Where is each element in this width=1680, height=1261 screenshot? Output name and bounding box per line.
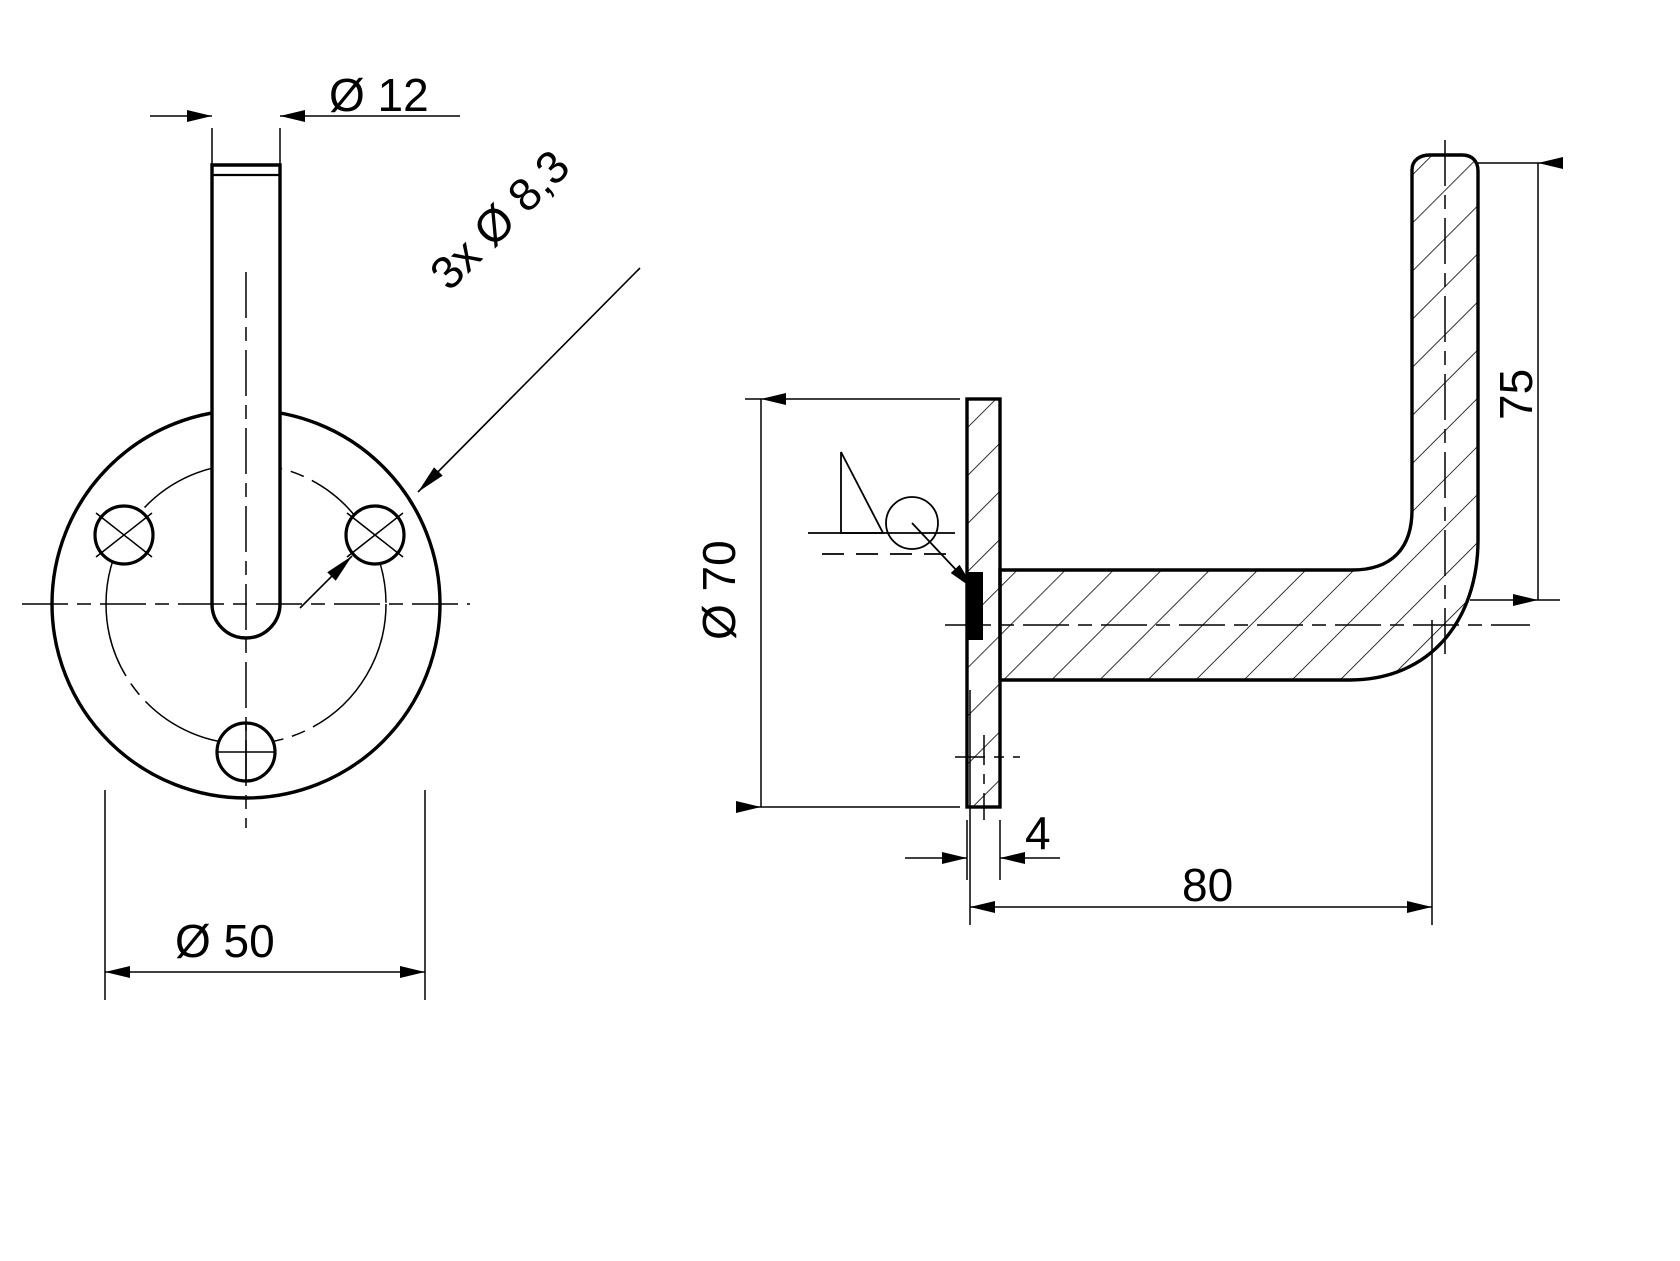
bolt-hole-left [93, 504, 155, 566]
dimension-label-plate-thickness: 4 [1025, 807, 1051, 859]
pin-outline [210, 163, 282, 640]
fillet-weld-triangle [840, 451, 885, 534]
dimension-plate-diameter [736, 393, 960, 813]
dimension-label-flange-diameter: Ø 50 [175, 915, 275, 967]
weld-bead [967, 572, 983, 640]
weld-leader-line [911, 522, 976, 591]
weld-symbol [808, 451, 976, 591]
dimension-label-leg-height: 75 [1490, 368, 1542, 420]
leader-bolt-holes [299, 267, 641, 609]
dimension-label-pin-diameter: Ø 12 [329, 69, 429, 121]
dimension-leg-height [1470, 157, 1563, 606]
dimension-pin-diameter [150, 110, 460, 200]
weld-all-around-circle [885, 496, 939, 550]
dimension-plate-thickness [905, 820, 1060, 880]
front-view [22, 110, 641, 1000]
dimension-arm-length [969, 620, 1433, 925]
side-view [736, 140, 1563, 925]
bracket-arm-section [998, 153, 1480, 682]
dimension-label-arm-length: 80 [1182, 859, 1234, 911]
dimension-label-plate-diameter: Ø 70 [693, 540, 745, 640]
dimension-flange-diameter [104, 790, 426, 1000]
bolt-hole-right [344, 504, 406, 566]
